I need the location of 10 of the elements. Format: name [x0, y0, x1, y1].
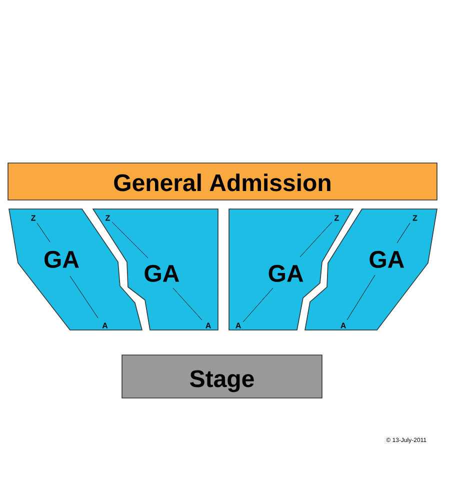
row-letter: Z — [412, 215, 418, 221]
admission-banner: General Admission — [8, 162, 438, 200]
row-letter: A — [206, 322, 211, 328]
row-letter: A — [340, 322, 346, 328]
stage-box: Stage — [122, 354, 322, 398]
row-letter: Z — [106, 215, 110, 221]
row-letter: Z — [334, 215, 339, 221]
row-letter: A — [102, 322, 108, 328]
row-letter: A — [236, 322, 241, 328]
row-letter: Z — [31, 215, 36, 221]
